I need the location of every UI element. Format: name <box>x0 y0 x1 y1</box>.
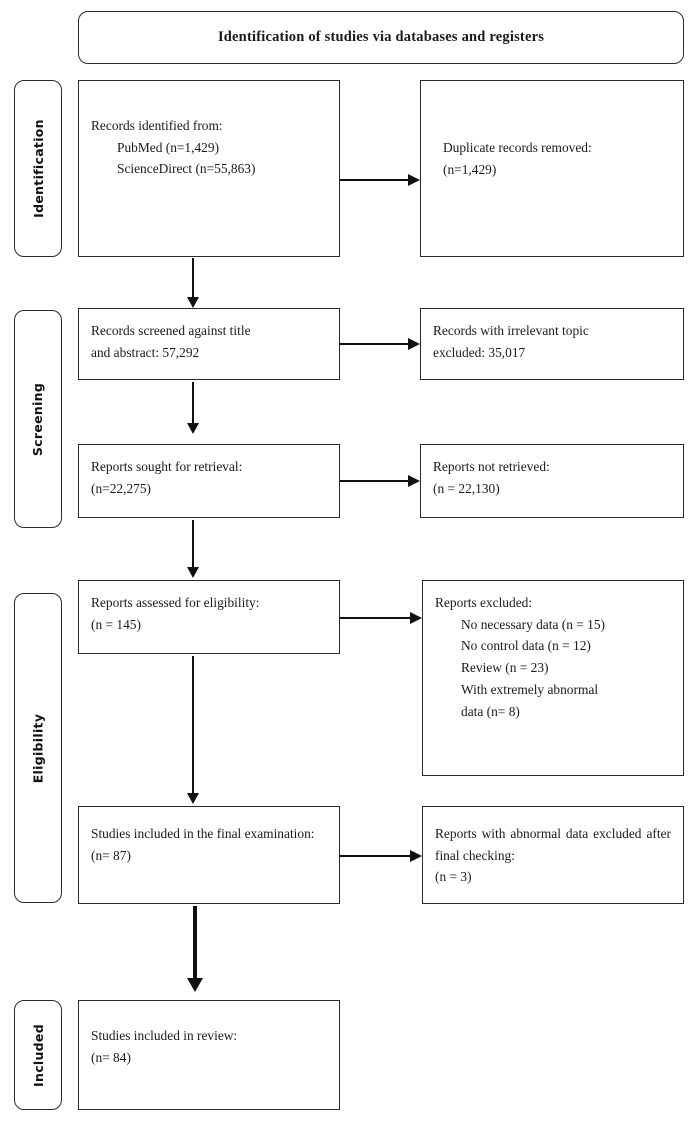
box-reports-not-retrieved: Reports not retrieved: (n = 22,130) <box>420 444 684 518</box>
duplicates-removed-line-1: Duplicate records removed: <box>443 140 592 155</box>
studies-final-exam-line-1: Studies included in the final examinatio… <box>91 826 315 841</box>
box-studies-final-examination: Studies included in the final examinatio… <box>78 806 340 904</box>
reports-sought-line-2: (n=22,275) <box>91 480 151 496</box>
records-identified-line-2: PubMed (n=1,429) <box>117 139 220 155</box>
arrow-assessed-to-excluded <box>340 608 422 628</box>
header-title: Identification of studies via databases … <box>217 29 545 45</box>
stage-label-screening: Screening <box>14 310 62 528</box>
records-screened-line-2: and abstract: 57,292 <box>91 344 200 360</box>
reports-excluded-line-1: Reports excluded: <box>435 595 533 610</box>
studies-final-exam-line-2: (n= 87) <box>91 847 131 863</box>
box-reports-sought-for-retrieval: Reports sought for retrieval: (n=22,275) <box>78 444 340 518</box>
stage-label-included: Included <box>14 1000 62 1110</box>
arrow-screened-to-sought <box>183 382 203 434</box>
box-records-identified: Records identified from: PubMed (n=1,429… <box>78 80 340 257</box>
reports-excluded-line-6: data (n= 8) <box>461 703 520 719</box>
reports-assessed-line-2: (n = 145) <box>91 616 141 632</box>
irrelevant-excluded-line-1: Records with irrelevant topic <box>433 323 589 338</box>
records-screened-line-1: Records screened against title <box>91 323 251 338</box>
stage-label-text: Eligibility <box>30 713 46 783</box>
studies-in-review-line-2: (n= 84) <box>91 1049 131 1065</box>
arrow-sought-to-assessed <box>183 520 203 578</box>
arrow-final-exam-to-abnormal-excluded <box>340 846 422 866</box>
reports-excluded-line-4: Review (n = 23) <box>461 660 549 676</box>
arrow-sought-to-not-retrieved <box>340 471 420 491</box>
stage-label-text: Screening <box>30 382 46 456</box>
diagram-header-banner: Identification of studies via databases … <box>78 11 684 64</box>
box-studies-included-in-review: Studies included in review: (n= 84) <box>78 1000 340 1110</box>
records-identified-line-3: ScienceDirect (n=55,863) <box>117 161 256 177</box>
box-duplicate-records-removed: Duplicate records removed: (n=1,429) <box>420 80 684 257</box>
reports-not-retrieved-line-1: Reports not retrieved: <box>433 459 550 474</box>
stage-label-text: Included <box>30 1023 46 1087</box>
duplicates-removed-line-2: (n=1,429) <box>443 161 497 177</box>
reports-assessed-line-1: Reports assessed for eligibility: <box>91 595 260 610</box>
records-identified-line-1: Records identified from: <box>91 118 223 133</box>
stage-label-identification: Identification <box>14 80 62 257</box>
reports-excluded-line-5: With extremely abnormal <box>461 681 599 697</box>
reports-excluded-line-2: No necessary data (n = 15) <box>461 616 606 632</box>
box-reports-excluded: Reports excluded: No necessary data (n =… <box>422 580 684 776</box>
reports-not-retrieved-line-2: (n = 22,130) <box>433 480 500 496</box>
reports-sought-line-1: Reports sought for retrieval: <box>91 459 243 474</box>
arrow-final-exam-to-included-review <box>183 906 207 992</box>
abnormal-excluded-line-2: (n = 3) <box>435 869 472 885</box>
box-reports-assessed-for-eligibility: Reports assessed for eligibility: (n = 1… <box>78 580 340 654</box>
box-records-screened: Records screened against title and abstr… <box>78 308 340 380</box>
arrow-screened-to-irrelevant <box>340 334 420 354</box>
box-irrelevant-topic-excluded: Records with irrelevant topic excluded: … <box>420 308 684 380</box>
abnormal-excluded-line-1: Reports with abnormal data excluded afte… <box>435 826 671 863</box>
arrow-identified-to-duplicates <box>340 170 420 190</box>
box-abnormal-data-excluded: Reports with abnormal data excluded afte… <box>422 806 684 904</box>
studies-in-review-line-1: Studies included in review: <box>91 1028 238 1043</box>
arrow-assessed-to-final-examination <box>183 656 203 804</box>
stage-label-eligibility: Eligibility <box>14 593 62 903</box>
reports-excluded-line-3: No control data (n = 12) <box>461 638 591 654</box>
stage-label-text: Identification <box>30 119 46 218</box>
arrow-identified-to-screened <box>183 258 203 308</box>
irrelevant-excluded-line-2: excluded: 35,017 <box>433 344 526 360</box>
